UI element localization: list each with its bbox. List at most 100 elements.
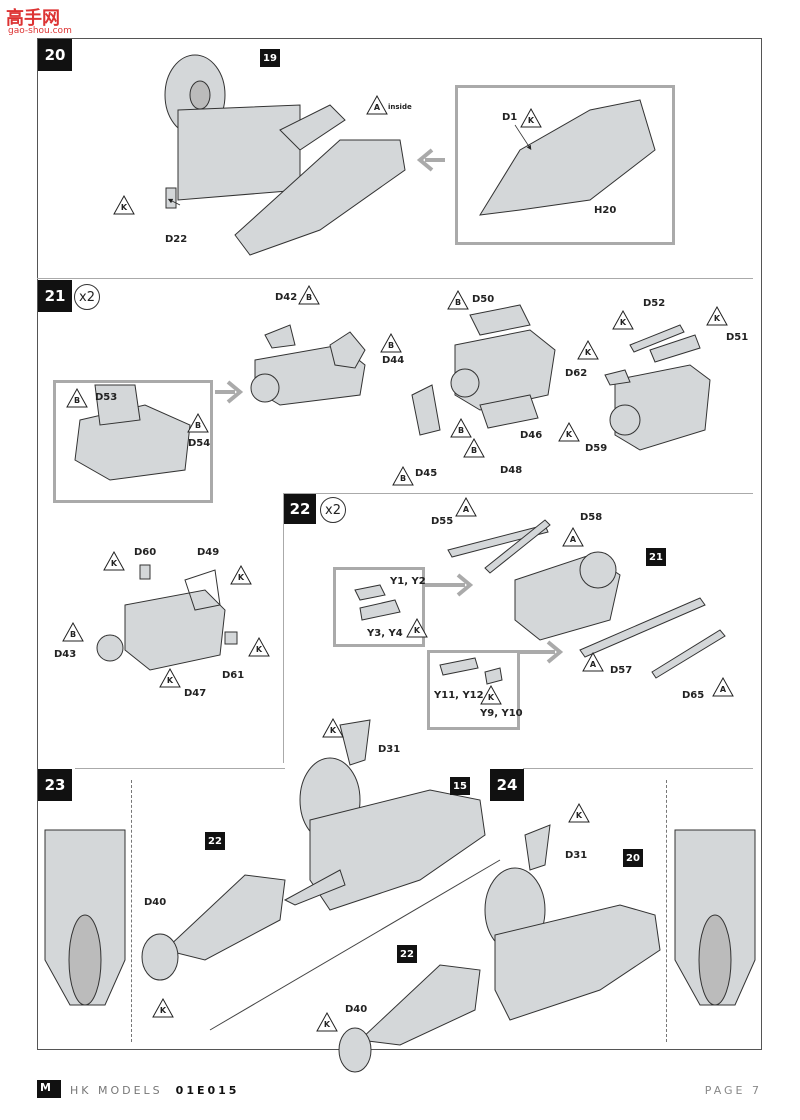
part-label: Y11, Y12 bbox=[434, 690, 484, 701]
part-label: D60 bbox=[134, 547, 157, 558]
ref-step-badge: 22 bbox=[205, 832, 225, 850]
footer-brand: HK MODELS 01E015 bbox=[70, 1084, 239, 1097]
step-number-23: 23 bbox=[38, 769, 72, 801]
paint-code-letter: A bbox=[589, 660, 597, 669]
paint-code-triangle: K bbox=[316, 1012, 338, 1032]
paint-code-letter: K bbox=[527, 116, 535, 125]
paint-code-letter: K bbox=[619, 318, 627, 327]
paint-code-triangle: K bbox=[480, 685, 502, 705]
part-label: H20 bbox=[594, 205, 617, 216]
paint-code-triangle: K bbox=[406, 618, 428, 638]
part-label: D44 bbox=[382, 355, 405, 366]
part-label: D65 bbox=[682, 690, 705, 701]
part-label: D31 bbox=[378, 744, 401, 755]
paint-code-letter: B bbox=[69, 630, 77, 639]
brand-name: HK MODELS bbox=[70, 1084, 163, 1097]
part-label: inside bbox=[388, 103, 412, 111]
part-label: D40 bbox=[144, 897, 167, 908]
ref-step-badge: 21 bbox=[646, 548, 666, 566]
paint-code-letter: K bbox=[487, 693, 495, 702]
part-label: Y1, Y2 bbox=[390, 576, 426, 587]
part-label: D47 bbox=[184, 688, 207, 699]
paint-code-triangle: B bbox=[62, 622, 84, 642]
divider bbox=[666, 780, 667, 1042]
paint-code-triangle: K bbox=[520, 108, 542, 128]
paint-code-triangle: A bbox=[582, 652, 604, 672]
ref-step-badge: 19 bbox=[260, 49, 280, 67]
paint-code-triangle: B bbox=[187, 413, 209, 433]
detail-box bbox=[333, 567, 425, 647]
ref-step-badge: 22 bbox=[397, 945, 417, 963]
divider bbox=[37, 278, 753, 279]
divider bbox=[283, 493, 284, 763]
divider bbox=[283, 493, 753, 494]
paint-code-letter: B bbox=[305, 293, 313, 302]
paint-code-triangle: A bbox=[455, 497, 477, 517]
paint-code-letter: B bbox=[73, 396, 81, 405]
paint-code-triangle: K bbox=[248, 637, 270, 657]
kit-code: 01E015 bbox=[175, 1084, 240, 1097]
paint-code-letter: K bbox=[159, 1006, 167, 1015]
page-number: PAGE 7 bbox=[704, 1084, 762, 1097]
part-label: D22 bbox=[165, 234, 188, 245]
step-number-22: 22 bbox=[284, 494, 316, 524]
part-label: D43 bbox=[54, 649, 77, 660]
paint-code-triangle: B bbox=[450, 418, 472, 438]
paint-code-letter: K bbox=[323, 1020, 331, 1029]
paint-code-triangle: K bbox=[113, 195, 135, 215]
divider bbox=[131, 780, 132, 1042]
paint-code-triangle: K bbox=[159, 668, 181, 688]
detail-box bbox=[53, 380, 213, 503]
part-label: Y9, Y10 bbox=[480, 708, 523, 719]
paint-code-triangle: K bbox=[152, 998, 174, 1018]
paint-code-letter: K bbox=[329, 726, 337, 735]
paint-code-letter: B bbox=[470, 446, 478, 455]
paint-code-letter: A bbox=[373, 103, 381, 112]
step-number-21: 21 bbox=[38, 280, 72, 312]
paint-code-letter: K bbox=[575, 811, 583, 820]
quantity-badge: x2 bbox=[320, 497, 346, 523]
paint-code-triangle: B bbox=[392, 466, 414, 486]
part-label: D1 bbox=[502, 112, 518, 123]
paint-code-triangle: K bbox=[103, 551, 125, 571]
paint-code-triangle: K bbox=[558, 422, 580, 442]
paint-code-letter: K bbox=[110, 559, 118, 568]
part-label: D57 bbox=[610, 665, 633, 676]
paint-code-triangle: A bbox=[712, 677, 734, 697]
part-label: D54 bbox=[188, 438, 211, 449]
part-label: D42 bbox=[275, 292, 298, 303]
divider bbox=[523, 768, 753, 769]
paint-code-letter: B bbox=[387, 341, 395, 350]
part-label: D46 bbox=[520, 430, 543, 441]
part-label: D62 bbox=[565, 368, 588, 379]
paint-code-letter: K bbox=[584, 348, 592, 357]
divider bbox=[75, 768, 285, 769]
part-label: D58 bbox=[580, 512, 603, 523]
paint-code-letter: K bbox=[120, 203, 128, 212]
ref-step-badge: 20 bbox=[623, 849, 643, 867]
brand-logo: M bbox=[37, 1080, 61, 1098]
detail-box bbox=[427, 650, 520, 730]
detail-box bbox=[455, 85, 675, 245]
part-label: D59 bbox=[585, 443, 608, 454]
part-label: D51 bbox=[726, 332, 749, 343]
paint-code-letter: B bbox=[457, 426, 465, 435]
part-label: D31 bbox=[565, 850, 588, 861]
step-number-20: 20 bbox=[38, 39, 72, 71]
page-frame bbox=[37, 38, 762, 1050]
paint-code-letter: K bbox=[255, 645, 263, 654]
paint-code-triangle: B bbox=[463, 438, 485, 458]
part-label: D45 bbox=[415, 468, 438, 479]
paint-code-letter: B bbox=[454, 298, 462, 307]
paint-code-letter: B bbox=[194, 421, 202, 430]
part-label: D49 bbox=[197, 547, 220, 558]
paint-code-letter: A bbox=[719, 685, 727, 694]
paint-code-triangle: B bbox=[447, 290, 469, 310]
paint-code-letter: K bbox=[166, 676, 174, 685]
paint-code-triangle: K bbox=[568, 803, 590, 823]
part-label: Y3, Y4 bbox=[367, 628, 403, 639]
ref-step-badge: 15 bbox=[450, 777, 470, 795]
watermark-logo: 高手网 bbox=[6, 8, 60, 29]
paint-code-letter: B bbox=[399, 474, 407, 483]
part-label: D55 bbox=[431, 516, 454, 527]
